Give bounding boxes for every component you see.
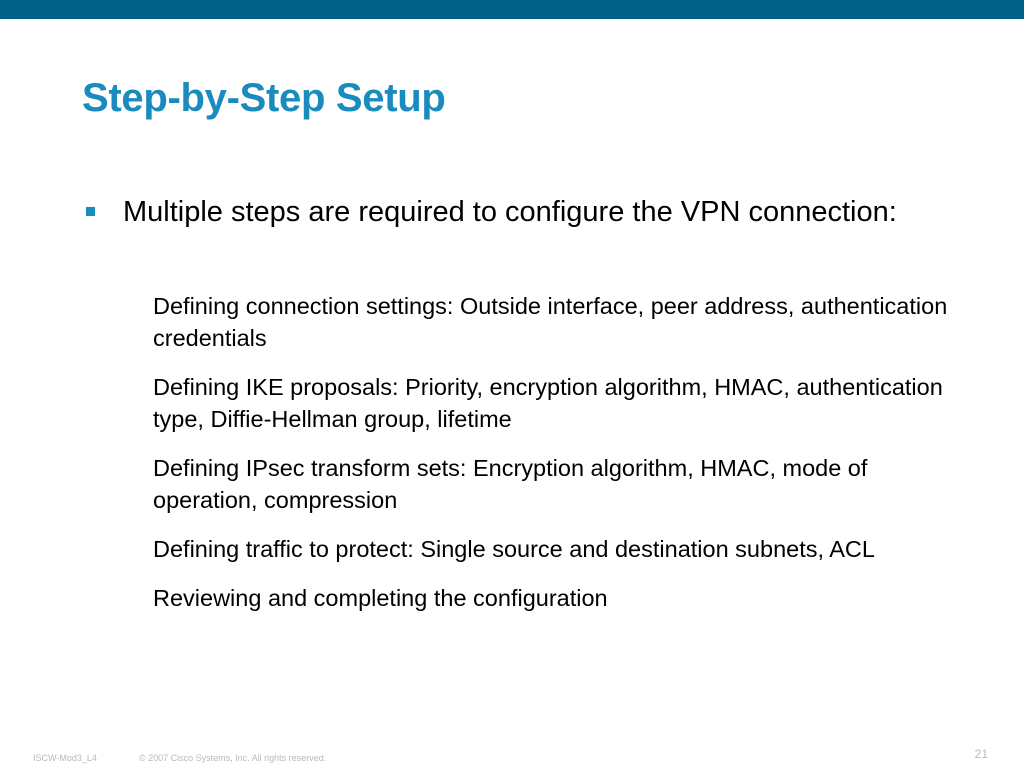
top-banner-bar [0,0,1024,19]
footer-copyright: © 2007 Cisco Systems, Inc. All rights re… [139,753,327,763]
slide-title: Step-by-Step Setup [82,76,446,120]
sub-item-traffic-to-protect: Defining traffic to protect: Single sour… [153,536,875,562]
sub-item-connection-settings: Defining connection settings: Outside in… [153,293,948,351]
square-bullet-icon [86,207,95,216]
sub-item-review-configuration: Reviewing and completing the configurati… [153,585,608,611]
footer-course-code: ISCW-Mod3_L4 [33,753,97,763]
sub-item-ike-proposals: Defining IKE proposals: Priority, encryp… [153,374,943,432]
page-number: 21 [974,747,988,761]
sub-item-ipsec-transform-sets: Defining IPsec transform sets: Encryptio… [153,455,868,513]
sub-bullet-list: Defining connection settings: Outside in… [153,290,953,631]
main-bullet-text: Multiple steps are required to configure… [123,196,897,228]
